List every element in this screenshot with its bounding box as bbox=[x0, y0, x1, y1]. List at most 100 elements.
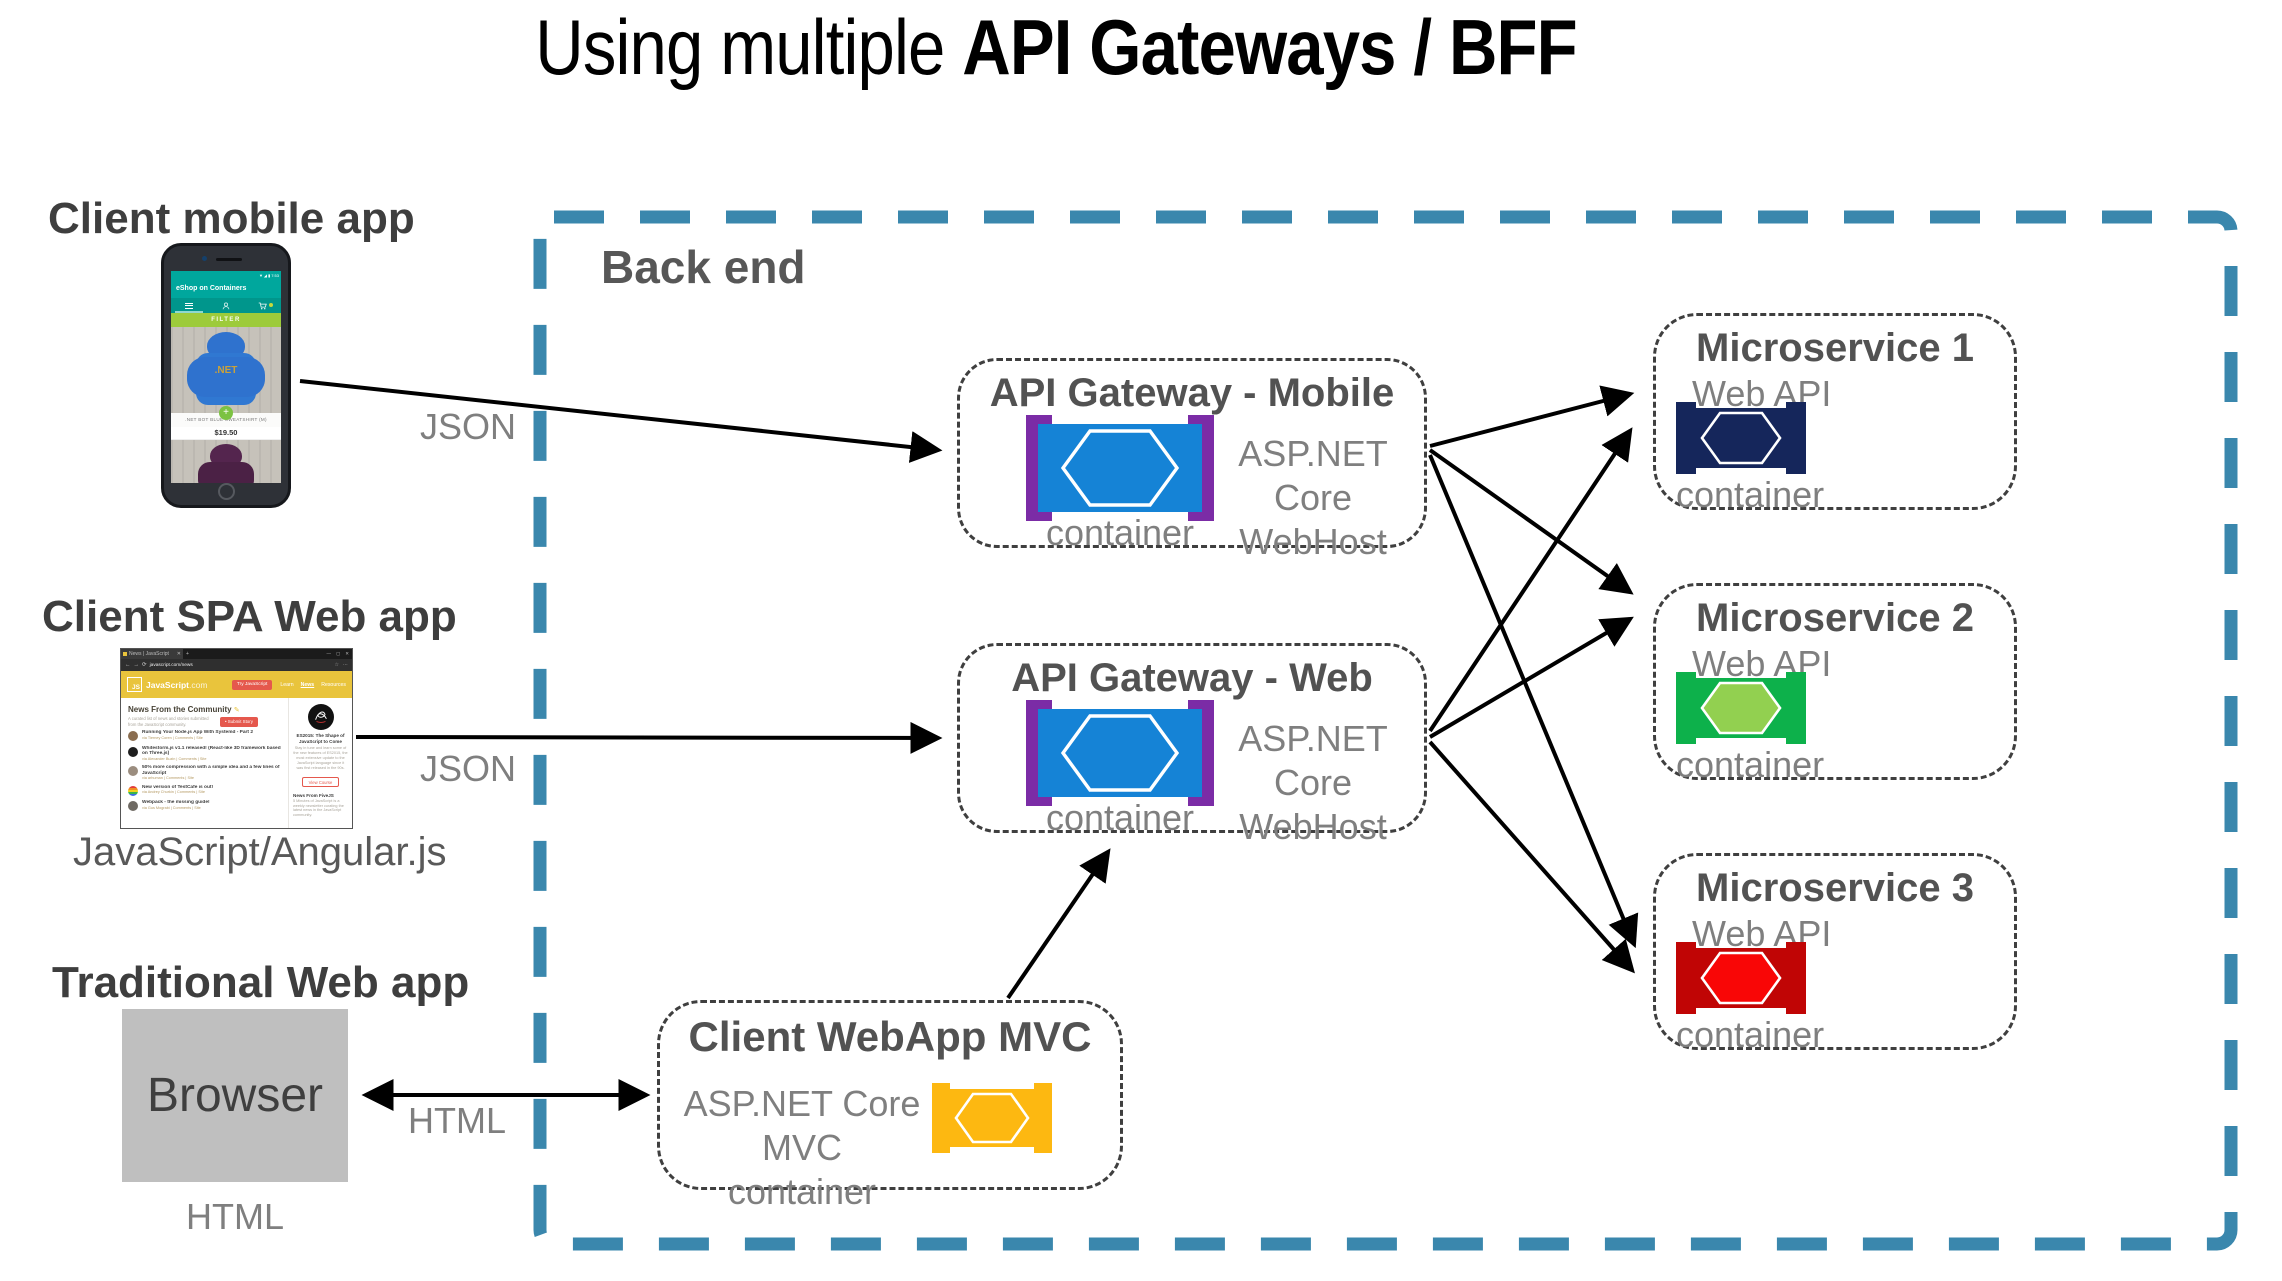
tech-line-2: WebHost bbox=[1239, 805, 1387, 847]
sidebar-column: ES2015: The Shape of JavaScript to Come … bbox=[288, 698, 352, 828]
arrow-mvc-to-gateway-web bbox=[1006, 848, 1111, 1000]
product-price: $19.50 bbox=[171, 427, 281, 440]
window-controls: — ▢ ✕ bbox=[326, 651, 352, 657]
js-brand-suffix: .com bbox=[189, 679, 208, 690]
cart-tab bbox=[244, 302, 281, 310]
news-item-title: 50% more compression with a simple idea … bbox=[142, 765, 280, 776]
gateway-mobile-container-label: container bbox=[1045, 512, 1195, 553]
news-column: News From the Community ✎ A curated list… bbox=[121, 698, 288, 828]
nav-news: News bbox=[300, 681, 315, 688]
news-heading: News From the Community ✎ bbox=[128, 705, 283, 714]
fivejs-text: 5 Minutes of JavaScript is a weekly news… bbox=[293, 798, 344, 818]
es2015-logo bbox=[307, 704, 334, 730]
arrow-gwmobile-to-ms1 bbox=[1429, 385, 1635, 448]
browser-tab: News | JavaScript ✕ bbox=[121, 649, 183, 659]
docker-container-icon-navy bbox=[1676, 402, 1806, 474]
hexagon-icon bbox=[1700, 681, 1782, 735]
filter-button: FILTER bbox=[171, 313, 281, 327]
tech-line-1: ASP.NET Core bbox=[1238, 433, 1388, 518]
arrow-gwweb-to-ms3 bbox=[1428, 740, 1635, 974]
news-item-meta: via Tierney Coren | Comments | Site bbox=[142, 735, 203, 740]
address-bar-icons: ☆ ⋯ bbox=[335, 662, 348, 668]
news-item: 50% more compression with a simple idea … bbox=[128, 765, 283, 780]
wifi-icon: ▼ bbox=[258, 273, 263, 278]
phone-screen: ▼◢▮ 7:53 eShop on Containers FILTER .NET… bbox=[171, 271, 281, 483]
news-subrow: A curated list of news and stories submi… bbox=[128, 716, 283, 727]
product-photo-blue-hoodie: .NET bbox=[171, 327, 281, 413]
forward-icon: → bbox=[133, 662, 140, 668]
news-item-title: Webpack - the missing guide! bbox=[142, 800, 210, 806]
course-text: Stay in tune and learn some of the new f… bbox=[293, 746, 348, 770]
url-text: javascript.com/news bbox=[149, 662, 193, 668]
tab-close-icon: ✕ bbox=[176, 651, 181, 657]
phone-speaker bbox=[216, 258, 242, 261]
browser-title-bar: News | JavaScript ✕ + — ▢ ✕ bbox=[121, 649, 352, 659]
mvc-tech: ASP.NET Core MVC container bbox=[672, 1082, 932, 1214]
microservice-1-title: Microservice 1 bbox=[1696, 326, 1974, 370]
news-item-meta: via Alexander Buzin | Comments | Site bbox=[142, 756, 207, 761]
avatar bbox=[128, 746, 138, 757]
news-item: Webpack - the missing guide!via Gus Mogr… bbox=[128, 800, 283, 812]
client-mobile-phone-image: ▼◢▮ 7:53 eShop on Containers FILTER .NET… bbox=[161, 243, 291, 508]
page-title-bold: API Gateways / BFF bbox=[962, 3, 1577, 91]
gateway-web-tech: ASP.NET Core WebHost bbox=[1205, 717, 1421, 849]
docker-container-icon-green bbox=[1676, 672, 1806, 744]
js-logo: JS bbox=[127, 677, 142, 692]
news-item-title: Running Your Node.js App With Systemd - … bbox=[142, 730, 254, 736]
net-logo-on-hoodie: .NET bbox=[214, 365, 238, 376]
container-body bbox=[1038, 709, 1202, 797]
nav-resources: Resources bbox=[321, 681, 346, 688]
eshop-app-header: eShop on Containers bbox=[171, 280, 281, 298]
phone-clock: 7:53 bbox=[271, 273, 279, 278]
refresh-icon: ⟳ bbox=[142, 662, 147, 668]
submit-story-button: • Submit Story bbox=[220, 716, 258, 727]
microservice-3-container-label: container bbox=[1676, 1014, 1825, 1055]
arrow-gwweb-to-ms1 bbox=[1428, 427, 1633, 733]
html-caption: HTML bbox=[186, 1196, 284, 1237]
traditional-browser-box: Browser bbox=[122, 1009, 348, 1182]
news-item-meta: via arhuman | Comments | Site bbox=[142, 776, 194, 781]
add-to-cart-fab: + bbox=[219, 406, 233, 420]
client-webapp-mvc-title: Client WebApp MVC bbox=[688, 1013, 1092, 1060]
client-traditional-heading: Traditional Web app bbox=[52, 958, 470, 1007]
hamburger-icon bbox=[185, 302, 194, 309]
hexagon-icon bbox=[1060, 714, 1180, 792]
hexagon-icon bbox=[1700, 951, 1782, 1005]
new-tab-icon: + bbox=[186, 651, 189, 657]
js-logo-text: JS bbox=[132, 684, 140, 691]
arrow-spa-to-gateway-web bbox=[355, 721, 943, 754]
microservice-2-title: Microservice 2 bbox=[1696, 596, 1974, 640]
arrow-gwweb-to-ms2 bbox=[1428, 616, 1634, 739]
api-gateway-web-title: API Gateway - Web bbox=[1011, 656, 1373, 700]
close-icon: ✕ bbox=[345, 651, 349, 656]
js-site-content: News From the Community ✎ A curated list… bbox=[121, 698, 352, 828]
tech-line-2: container bbox=[727, 1170, 877, 1212]
spa-browser-screenshot: News | JavaScript ✕ + — ▢ ✕ ← → ⟳ javasc… bbox=[120, 648, 353, 829]
microservice-2-container-label: container bbox=[1676, 744, 1825, 785]
scribble-icon bbox=[314, 711, 327, 723]
microservice-1-container-label: container bbox=[1676, 474, 1825, 515]
docker-container-icon-yellow bbox=[932, 1083, 1052, 1153]
active-tab-indicator bbox=[175, 311, 203, 313]
container-body bbox=[1685, 678, 1797, 738]
container-body bbox=[940, 1089, 1044, 1147]
try-javascript-button: Try JavaScript bbox=[231, 679, 273, 690]
battery-icon: ▮ bbox=[268, 273, 271, 278]
avatar bbox=[128, 801, 138, 812]
news-item: New version of TestCafe is out!via Andre… bbox=[128, 785, 283, 796]
phone-camera bbox=[202, 256, 207, 261]
js-site-nav: Learn News Resources bbox=[280, 682, 346, 688]
tech-line-2: WebHost bbox=[1239, 520, 1387, 562]
pencil-icon: ✎ bbox=[233, 707, 240, 714]
cart-icon bbox=[258, 302, 267, 309]
course-title: ES2015: The Shape of JavaScript to Come bbox=[296, 733, 345, 744]
docker-container-icon-blue bbox=[1026, 415, 1214, 521]
phone-status-bar: ▼◢▮ 7:53 bbox=[171, 271, 281, 280]
person-icon bbox=[222, 302, 230, 309]
back-icon: ← bbox=[125, 662, 131, 668]
arrow-gwmobile-to-ms3 bbox=[1428, 454, 1639, 949]
json-label-mobile: JSON bbox=[420, 406, 517, 447]
hexagon-icon bbox=[1700, 411, 1782, 465]
product-photo-purple-hoodie bbox=[171, 440, 281, 483]
tech-line-1: ASP.NET Core MVC bbox=[683, 1083, 921, 1168]
